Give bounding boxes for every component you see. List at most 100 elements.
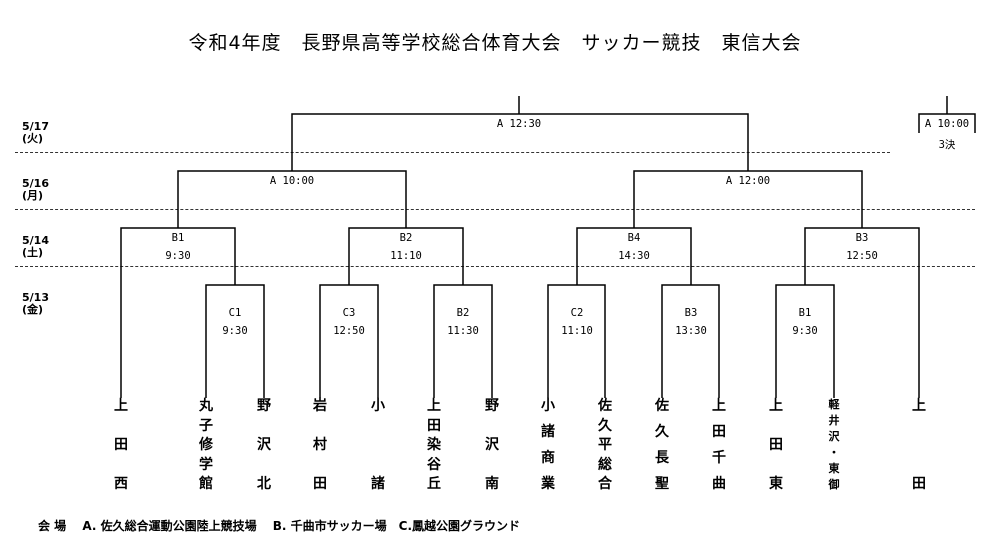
team-char: 佐 <box>598 398 612 414</box>
date: 5/13 <box>22 291 49 304</box>
team-char: 合 <box>598 476 612 492</box>
team-char: 久 <box>598 417 612 434</box>
team-nozawa-minami: 野 沢 南 <box>481 398 503 492</box>
r1-6-line <box>775 284 835 398</box>
team-char: ・ <box>828 446 840 459</box>
time: 9:30 <box>792 325 818 337</box>
r1-4-label: C2 11:10 <box>561 306 593 338</box>
time: 12:50 <box>846 250 878 262</box>
r1-5-line <box>661 284 720 398</box>
venue: C1 <box>228 307 242 319</box>
date: 5/17 <box>22 120 49 133</box>
time: 9:30 <box>165 250 191 262</box>
semifinal-left-line <box>177 170 407 228</box>
team-char: 小 <box>541 398 555 414</box>
date: 5/14 <box>22 234 49 247</box>
r1-3-label: B2 11:30 <box>447 306 479 338</box>
day-separator <box>15 152 890 153</box>
team-char: 谷 <box>427 456 441 473</box>
time: 11:10 <box>561 325 593 337</box>
page-title: 令和4年度 長野県高等学校総合体育大会 サッカー競技 東信大会 <box>188 32 802 54</box>
r1-4-line <box>547 284 606 398</box>
team-char: 諸 <box>371 476 385 492</box>
team-char: 北 <box>257 476 271 492</box>
team-char: 上 <box>114 398 128 414</box>
day-separator <box>15 266 975 267</box>
team-char: 田 <box>912 476 926 492</box>
team-ueda: 上 田 <box>908 398 930 492</box>
time: 11:30 <box>447 325 479 337</box>
r1-6-label: B1 9:30 <box>792 306 817 338</box>
team-char: 西 <box>114 476 128 492</box>
team-char: 東 <box>769 476 783 492</box>
team-ueda-nishi: 上 田 西 <box>110 398 132 492</box>
semifinal-left-label: A 10:00 <box>269 175 315 187</box>
time: 9:30 <box>222 325 248 337</box>
team-char: 沢 <box>485 437 499 453</box>
team-ueda-chikuma: 上 田 千 曲 <box>708 398 730 492</box>
team-char: 田 <box>313 476 327 492</box>
venue-legend: 会 場 A. 佐久総合運動公園陸上競技場 B. 千曲市サッカー場 C.鳳越公園グ… <box>38 519 521 533</box>
team-komoro: 小 諸 <box>367 398 389 492</box>
third-place-caption: 3決 <box>938 139 956 151</box>
day-separator <box>15 209 975 210</box>
r1-2-line <box>319 284 379 398</box>
team-char: 田 <box>769 437 783 453</box>
team-saku-chosei: 佐 久 長 聖 <box>651 398 673 492</box>
team-char: 軽 <box>828 398 840 411</box>
venue-time: A 10:00 <box>924 118 970 130</box>
team-char: 小 <box>371 398 385 414</box>
team-char: 聖 <box>655 476 669 492</box>
r1-2-label: C3 12:50 <box>333 306 365 338</box>
team-char: 村 <box>313 437 327 453</box>
semifinal-right-line <box>633 170 863 228</box>
team-char: 野 <box>485 398 499 414</box>
team-char: 修 <box>199 437 213 453</box>
qf3-line <box>576 227 692 285</box>
team-maruko-shugakukan: 丸 子 修 学 館 <box>195 398 217 492</box>
team-char: 久 <box>655 424 669 440</box>
qf3-label: B4 14:30 <box>618 231 650 263</box>
team-ueda-someyagaoka: 上 田 染 谷 丘 <box>423 398 445 492</box>
date-label-5-17: 5/17 (火) <box>22 121 49 145</box>
team-char: 井 <box>828 414 840 427</box>
team-char: 丸 <box>199 398 213 414</box>
venue: B3 <box>684 307 698 319</box>
team-char: 上 <box>712 398 726 414</box>
team-char: 館 <box>199 476 213 492</box>
team-char: 平 <box>598 437 612 453</box>
date-label-5-13: 5/13 (金) <box>22 292 49 316</box>
team-char: 丘 <box>427 476 441 492</box>
final-label: A 12:30 <box>496 118 542 130</box>
team-iwamurada: 岩 村 田 <box>309 398 331 492</box>
team-char: 佐 <box>655 398 669 414</box>
team-char: 田 <box>712 424 726 440</box>
date-label-5-14: 5/14 (土) <box>22 235 49 259</box>
third-place-label: A 10:00 3決 <box>925 117 969 152</box>
time: 14:30 <box>618 250 650 262</box>
weekday: (金) <box>22 303 44 316</box>
r1-1-line <box>205 284 265 398</box>
time: 12:50 <box>333 325 365 337</box>
team-komoro-shogyo: 小 諸 商 業 <box>537 398 559 492</box>
r1-1-label: C1 9:30 <box>222 306 247 338</box>
team-char: 田 <box>114 437 128 453</box>
weekday: (土) <box>22 246 44 259</box>
team-char: 諸 <box>541 424 555 440</box>
team-char: 長 <box>655 450 669 466</box>
venue: B1 <box>171 232 185 244</box>
team-char: 東 <box>828 462 840 475</box>
team-char: 沢 <box>828 430 840 443</box>
team-char: 染 <box>427 437 441 453</box>
weekday: (火) <box>22 132 44 145</box>
team-char: 曲 <box>712 476 726 492</box>
qf4-line <box>804 227 920 398</box>
venue: C3 <box>342 307 356 319</box>
venue: B1 <box>798 307 812 319</box>
qf2-label: B2 11:10 <box>390 231 422 263</box>
team-nozawa-kita: 野 沢 北 <box>253 398 275 492</box>
qf4-label: B3 12:50 <box>846 231 878 263</box>
venue: B2 <box>456 307 470 319</box>
qf2-line <box>348 227 464 285</box>
